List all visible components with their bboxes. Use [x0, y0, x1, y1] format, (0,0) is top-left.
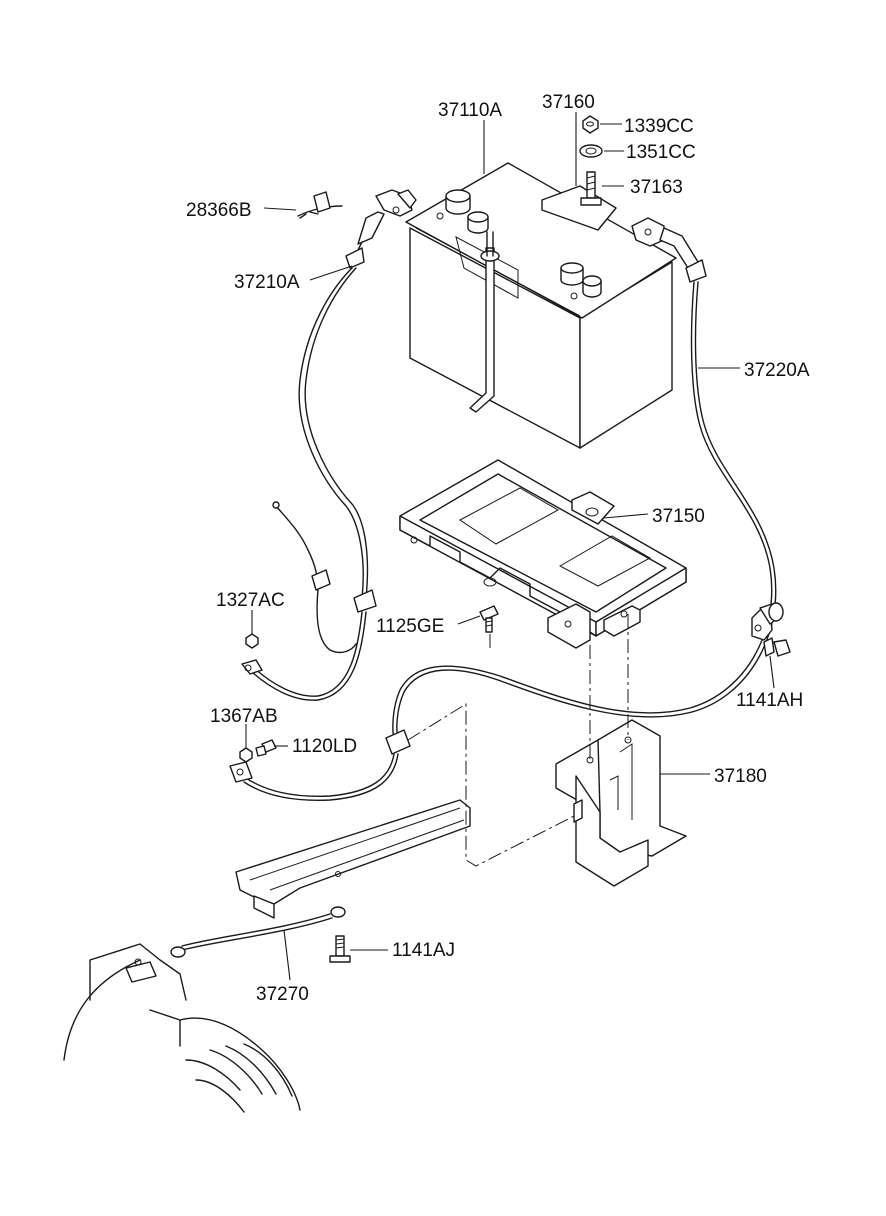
bolt-1125ge-icon	[479, 605, 499, 633]
label-1339cc: 1339CC	[624, 116, 694, 137]
label-1327ac: 1327AC	[216, 590, 285, 611]
bolt-1141aj-icon	[329, 935, 351, 963]
battery-tray-37150	[399, 459, 687, 649]
hold-down-rod	[469, 247, 495, 413]
nut-1367ab-icon	[239, 747, 253, 763]
screw-1120ld-icon	[255, 739, 277, 757]
negative-cable-37220a	[229, 217, 777, 802]
transmission-housing	[63, 943, 301, 1113]
label-28366b: 28366B	[186, 200, 252, 221]
label-37150: 37150	[652, 506, 705, 527]
clip-28366b-icon	[297, 191, 343, 219]
label-37110a: 37110A	[438, 100, 502, 121]
battery-terminal-3	[560, 262, 584, 286]
nut-1339cc-icon	[582, 115, 599, 134]
nut-1327ac-icon	[245, 633, 259, 649]
hold-down-plate	[541, 185, 617, 231]
battery-terminal-2	[467, 211, 489, 234]
clamp-bracket-icon	[751, 602, 784, 641]
battery	[405, 162, 677, 449]
label-37220a: 37220A	[744, 360, 810, 381]
label-1141ah: 1141AH	[736, 690, 803, 711]
label-37210a: 37210A	[234, 272, 300, 293]
label-1351cc: 1351CC	[626, 142, 696, 163]
washer-1351cc-icon	[579, 144, 603, 158]
assembly-dashed-lines	[407, 614, 629, 867]
positive-cable-37210a	[241, 189, 417, 701]
label-37163: 37163	[630, 177, 683, 198]
label-1367ab: 1367AB	[210, 706, 278, 727]
leader-lines	[245, 112, 775, 981]
label-1141aj: 1141AJ	[392, 940, 455, 961]
battery-terminal-negative	[582, 275, 602, 298]
bolt-1141ah-icon	[763, 637, 791, 657]
label-37270: 37270	[256, 984, 309, 1005]
label-1125ge: 1125GE	[376, 616, 444, 637]
label-37180: 37180	[714, 766, 767, 787]
label-1120ld: 1120LD	[292, 736, 357, 757]
tray-support-37180	[555, 719, 687, 887]
battery-terminal-positive	[445, 189, 471, 215]
ground-strap-37270	[170, 906, 346, 958]
bolt-37163-icon	[580, 171, 602, 206]
frame-rail	[235, 799, 471, 919]
label-37160: 37160	[542, 92, 595, 113]
